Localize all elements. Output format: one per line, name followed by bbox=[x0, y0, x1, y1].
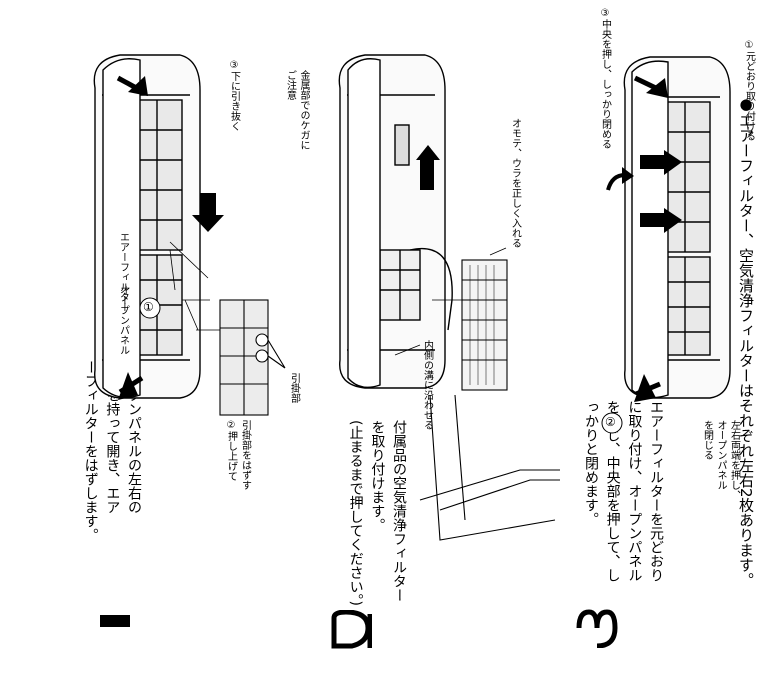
label-push-up: ②押し上げて bbox=[225, 420, 237, 481]
step-2-number bbox=[330, 609, 373, 654]
step-1-number bbox=[100, 612, 130, 627]
label-caution: 金属部でのケガに ご注意 bbox=[283, 70, 310, 150]
label-pull-down: ③下に引き抜く bbox=[228, 60, 240, 131]
step-3-line-1: エアーフィルターを元どおり bbox=[648, 400, 664, 582]
step-3-number bbox=[575, 608, 619, 652]
press-both-ends-line-3: を閉じる bbox=[701, 420, 713, 460]
step-2-numeral bbox=[331, 609, 373, 649]
step-2-line-3: (止まるまで押してください。) bbox=[347, 420, 364, 606]
step-1-numeral bbox=[100, 615, 130, 627]
press-both-ends-line-2: オープンパネル bbox=[715, 420, 726, 490]
step-2-text: 付属品の空気清浄フィルター を取り付けます。 (止まるまで押してください。) bbox=[344, 420, 409, 640]
step-3-line-2: に取り付け、オープンパネル bbox=[626, 400, 643, 582]
label-reattach: ①元どおり取り付ける bbox=[743, 40, 755, 141]
step-2-line-2: を取り付けます。 bbox=[369, 420, 386, 532]
step-3-numeral bbox=[576, 609, 618, 649]
step-3-line-3: を閉じ、中央部を押して、し bbox=[604, 400, 621, 582]
label-press-both-ends: 左右両端を押し、 オープンパネル を閉じる bbox=[700, 420, 741, 500]
label-open-panel: オープンパネル bbox=[117, 285, 129, 355]
header-line: ●エアーフィルター、空気清浄フィルターはそれぞれ左右2枚あります。 bbox=[736, 95, 756, 588]
step-3-text: エアーフィルターを元どおり に取り付け、オープンパネル を閉じ、中央部を押して、… bbox=[579, 400, 666, 640]
caution-line-2: ご注意 bbox=[284, 70, 296, 100]
step-3-circled-2: ② bbox=[605, 415, 616, 429]
label-air-filter: エアーフィルター bbox=[117, 232, 129, 312]
step-3-line-4: っかりと閉めます。 bbox=[582, 400, 599, 526]
label-press-center: ③中央を押し、しっかり閉める bbox=[599, 8, 611, 149]
label-remove-hook: 引掛部をはずす bbox=[239, 420, 251, 490]
label-groove: 内側の溝に沿わせる bbox=[421, 340, 433, 430]
step-1-circled-1: ① bbox=[143, 300, 154, 314]
press-both-ends-line-1: 左右両端を押し、 bbox=[728, 420, 740, 500]
step-2-line-1: 付属品の空気清浄フィルター bbox=[391, 420, 407, 602]
label-front-back: オモテ、ウラを正しく入れる bbox=[509, 118, 521, 248]
header-text: エアーフィルター、空気清浄フィルターはそれぞれ左右2枚あります。 bbox=[737, 113, 755, 588]
caution-line-1: 金属部でのケガに bbox=[298, 70, 309, 150]
step-1-line-3: ーフィルターをはずします。 bbox=[82, 360, 99, 542]
label-hook: 引掛部 bbox=[288, 373, 300, 403]
step-1-line-2: 下部を持って開き、エア bbox=[104, 360, 121, 514]
bullet: ● bbox=[737, 95, 755, 113]
